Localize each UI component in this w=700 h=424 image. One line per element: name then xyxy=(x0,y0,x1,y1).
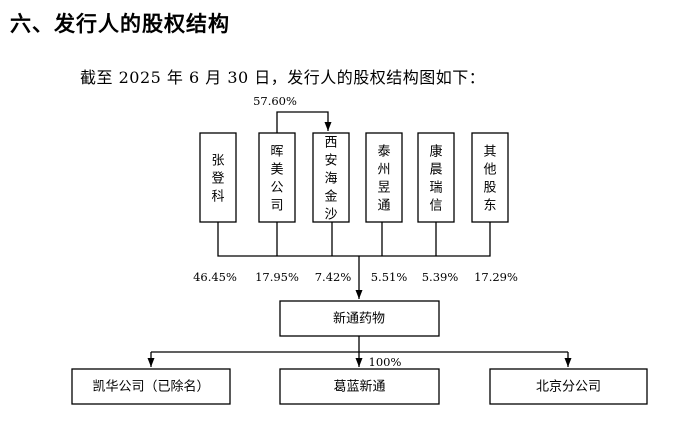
subsidiary-pct: 100% xyxy=(369,355,402,369)
subsidiary-connectors: 100% xyxy=(147,336,572,369)
shareholder-name: 张登科 xyxy=(211,154,224,205)
shareholder-pct: 46.45% xyxy=(193,270,237,284)
shareholder-node: 晖美公司 xyxy=(258,132,296,223)
shareholder-pct: 5.51% xyxy=(371,270,408,284)
intro-text: 截至 2025 年 6 月 30 日，发行人的股权结构图如下： xyxy=(80,68,486,87)
shareholder-pct: 5.39% xyxy=(422,270,459,284)
shareholder-pct: 7.42% xyxy=(315,270,352,284)
shareholder-name: 晖美公司 xyxy=(270,145,283,214)
subsidiary-name: 葛蓝新通 xyxy=(333,379,385,395)
subsidiary-node: 葛蓝新通 xyxy=(279,368,440,405)
subsidiary-node: 凯华公司（已除名） xyxy=(71,368,231,405)
shareholder-pct: 17.95% xyxy=(255,270,299,284)
shareholder-node: 泰州昱通 xyxy=(365,132,403,223)
subsidiary-name: 凯华公司（已除名） xyxy=(92,379,209,395)
company-node: 新通药物 xyxy=(279,300,440,337)
shareholder-name: 西安海金沙 xyxy=(324,136,337,223)
shareholder-name: 泰州昱通 xyxy=(377,145,390,214)
shareholder-node: 西安海金沙 xyxy=(312,132,350,223)
shareholder-pct: 17.29% xyxy=(474,270,518,284)
shareholder-name: 其他股东 xyxy=(483,145,496,214)
section-title: 六、发行人的股权结构 xyxy=(10,12,230,36)
shareholder-connectors xyxy=(217,222,491,299)
control-link: 57.60% xyxy=(253,94,332,133)
shareholder-name: 康晨瑞信 xyxy=(429,144,442,214)
shareholder-node: 张登科 xyxy=(199,132,237,223)
control-link-pct: 57.60% xyxy=(253,94,297,108)
company-name: 新通药物 xyxy=(333,311,385,327)
subsidiary-name: 北京分公司 xyxy=(536,380,601,395)
shareholder-node: 康晨瑞信 xyxy=(417,132,455,223)
subsidiary-node: 北京分公司 xyxy=(489,368,648,405)
shareholder-node: 其他股东 xyxy=(471,132,509,223)
